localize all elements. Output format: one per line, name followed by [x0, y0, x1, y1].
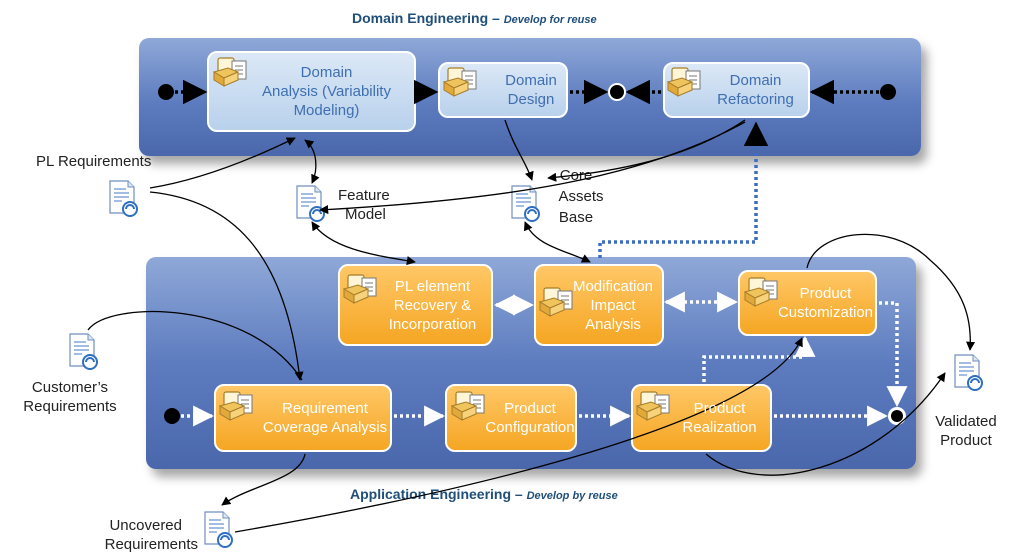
validated-product-line1: Validated: [935, 413, 997, 430]
validated-product-label: Validated Product: [926, 412, 1006, 450]
edge-customization-to-validated: [806, 233, 976, 351]
domain-design-line2: Design: [507, 91, 555, 108]
edge-refactoring-to-coreassets: [547, 119, 746, 182]
domain-refactoring-line1: Domain: [729, 72, 782, 89]
uncovered-req-line1: Uncovered: [109, 517, 182, 534]
header-dash: –: [492, 10, 500, 26]
domain-analysis-box[interactable]: Domain Analysis (Variability Modeling): [207, 51, 416, 132]
customer-req-line1: Customer’s: [31, 379, 109, 396]
domain-analysis-line3: Modeling): [293, 102, 360, 119]
realization-line1: Product: [693, 400, 746, 417]
header-dash: –: [514, 486, 523, 502]
configuration-line1: Product: [504, 400, 556, 417]
product-realization-box[interactable]: Product Realization: [631, 384, 772, 452]
edge-featuremodel-recovery: [311, 221, 416, 266]
domain-design-line1: Domain: [505, 72, 557, 89]
feature-model-line2: Model: [345, 206, 386, 223]
pl-element-recovery-box[interactable]: PL element Recovery & Incorporation: [338, 264, 493, 346]
feature-model-label: Feature Model: [338, 186, 390, 224]
pl-recovery-line2: Recovery &: [393, 296, 472, 314]
edge-plreq-to-requirement: [149, 191, 304, 381]
domain-analysis-line2: Analysis (Variability: [262, 83, 391, 100]
impact-line1: Modification: [572, 277, 654, 295]
edge-customer-to-requirement: [87, 310, 303, 381]
edge-design-to-coreassets: [504, 119, 534, 181]
flow-feedback-to-refactoring: [598, 121, 769, 258]
domain-engineering-header: Domain Engineering – Develop for reuse: [352, 10, 597, 26]
pl-recovery-line1: PL element: [394, 277, 471, 295]
uncovered-requirements-label: Uncovered Requirements: [82, 516, 198, 554]
edge-requirement-to-uncovered: [221, 453, 306, 506]
domain-engineering-title: Domain Engineering: [352, 10, 489, 26]
modification-impact-box[interactable]: Modification Impact Analysis: [534, 264, 664, 346]
uncovered-requirements-document-icon: [204, 511, 233, 548]
realization-line2: Realization: [682, 419, 757, 436]
pl-requirements-label: PL Requirements: [36, 153, 152, 170]
customer-requirements-document-icon: [69, 333, 98, 370]
validated-product-document-icon: [954, 354, 983, 391]
customer-requirements-label: Customer’s Requirements: [16, 378, 124, 416]
customization-line1: Product: [799, 285, 852, 302]
impact-line2: Impact: [590, 296, 636, 314]
edge-plreq-to-analysis: [149, 137, 296, 189]
feature-model-line1: Feature: [338, 187, 390, 204]
domain-start-node: [158, 84, 174, 100]
flow-customization-to-end: [879, 301, 908, 408]
domain-refactor-start-node: [880, 84, 896, 100]
application-end-node-inner: [891, 410, 903, 422]
domain-analysis-line1: Domain: [300, 64, 353, 81]
product-configuration-box[interactable]: Product Configuration: [445, 384, 577, 452]
edge-refactoring-to-featuremodel: [319, 121, 746, 215]
validated-product-line2: Product: [940, 432, 992, 449]
edge-realization-to-validated: [705, 372, 946, 476]
edge-uncovered-to-customization: [234, 337, 803, 533]
application-start-node: [164, 408, 180, 424]
domain-engineering-subtitle: Develop for reuse: [503, 14, 597, 26]
customer-req-line2: Requirements: [23, 398, 117, 415]
requirement-line1: Requirement: [282, 400, 368, 417]
pl-recovery-line3: Incorporation: [388, 315, 477, 333]
application-engineering-subtitle: Develop by reuse: [526, 490, 618, 502]
customization-line2: Customization: [777, 304, 874, 321]
edge-analysis-featuremodel: [304, 139, 320, 184]
feature-model-document-icon: [296, 185, 325, 222]
domain-refactoring-line2: Refactoring: [717, 91, 794, 108]
impact-line3: Analysis: [585, 315, 641, 333]
edge-coreassets-impact: [523, 221, 591, 263]
domain-refactoring-box[interactable]: Domain Refactoring: [663, 62, 810, 118]
domain-end-node-inner: [612, 87, 622, 97]
flow-realization-to-customization: [702, 335, 816, 382]
core-assets-line2: Assets: [558, 188, 604, 205]
requirement-coverage-box[interactable]: Requirement Coverage Analysis: [214, 384, 392, 452]
configuration-line2: Configuration: [485, 419, 575, 436]
requirement-line2: Coverage Analysis: [262, 419, 388, 436]
domain-design-box[interactable]: Domain Design: [438, 62, 568, 118]
uncovered-req-line2: Requirements: [104, 536, 198, 553]
pl-requirements-document-icon: [109, 180, 138, 217]
